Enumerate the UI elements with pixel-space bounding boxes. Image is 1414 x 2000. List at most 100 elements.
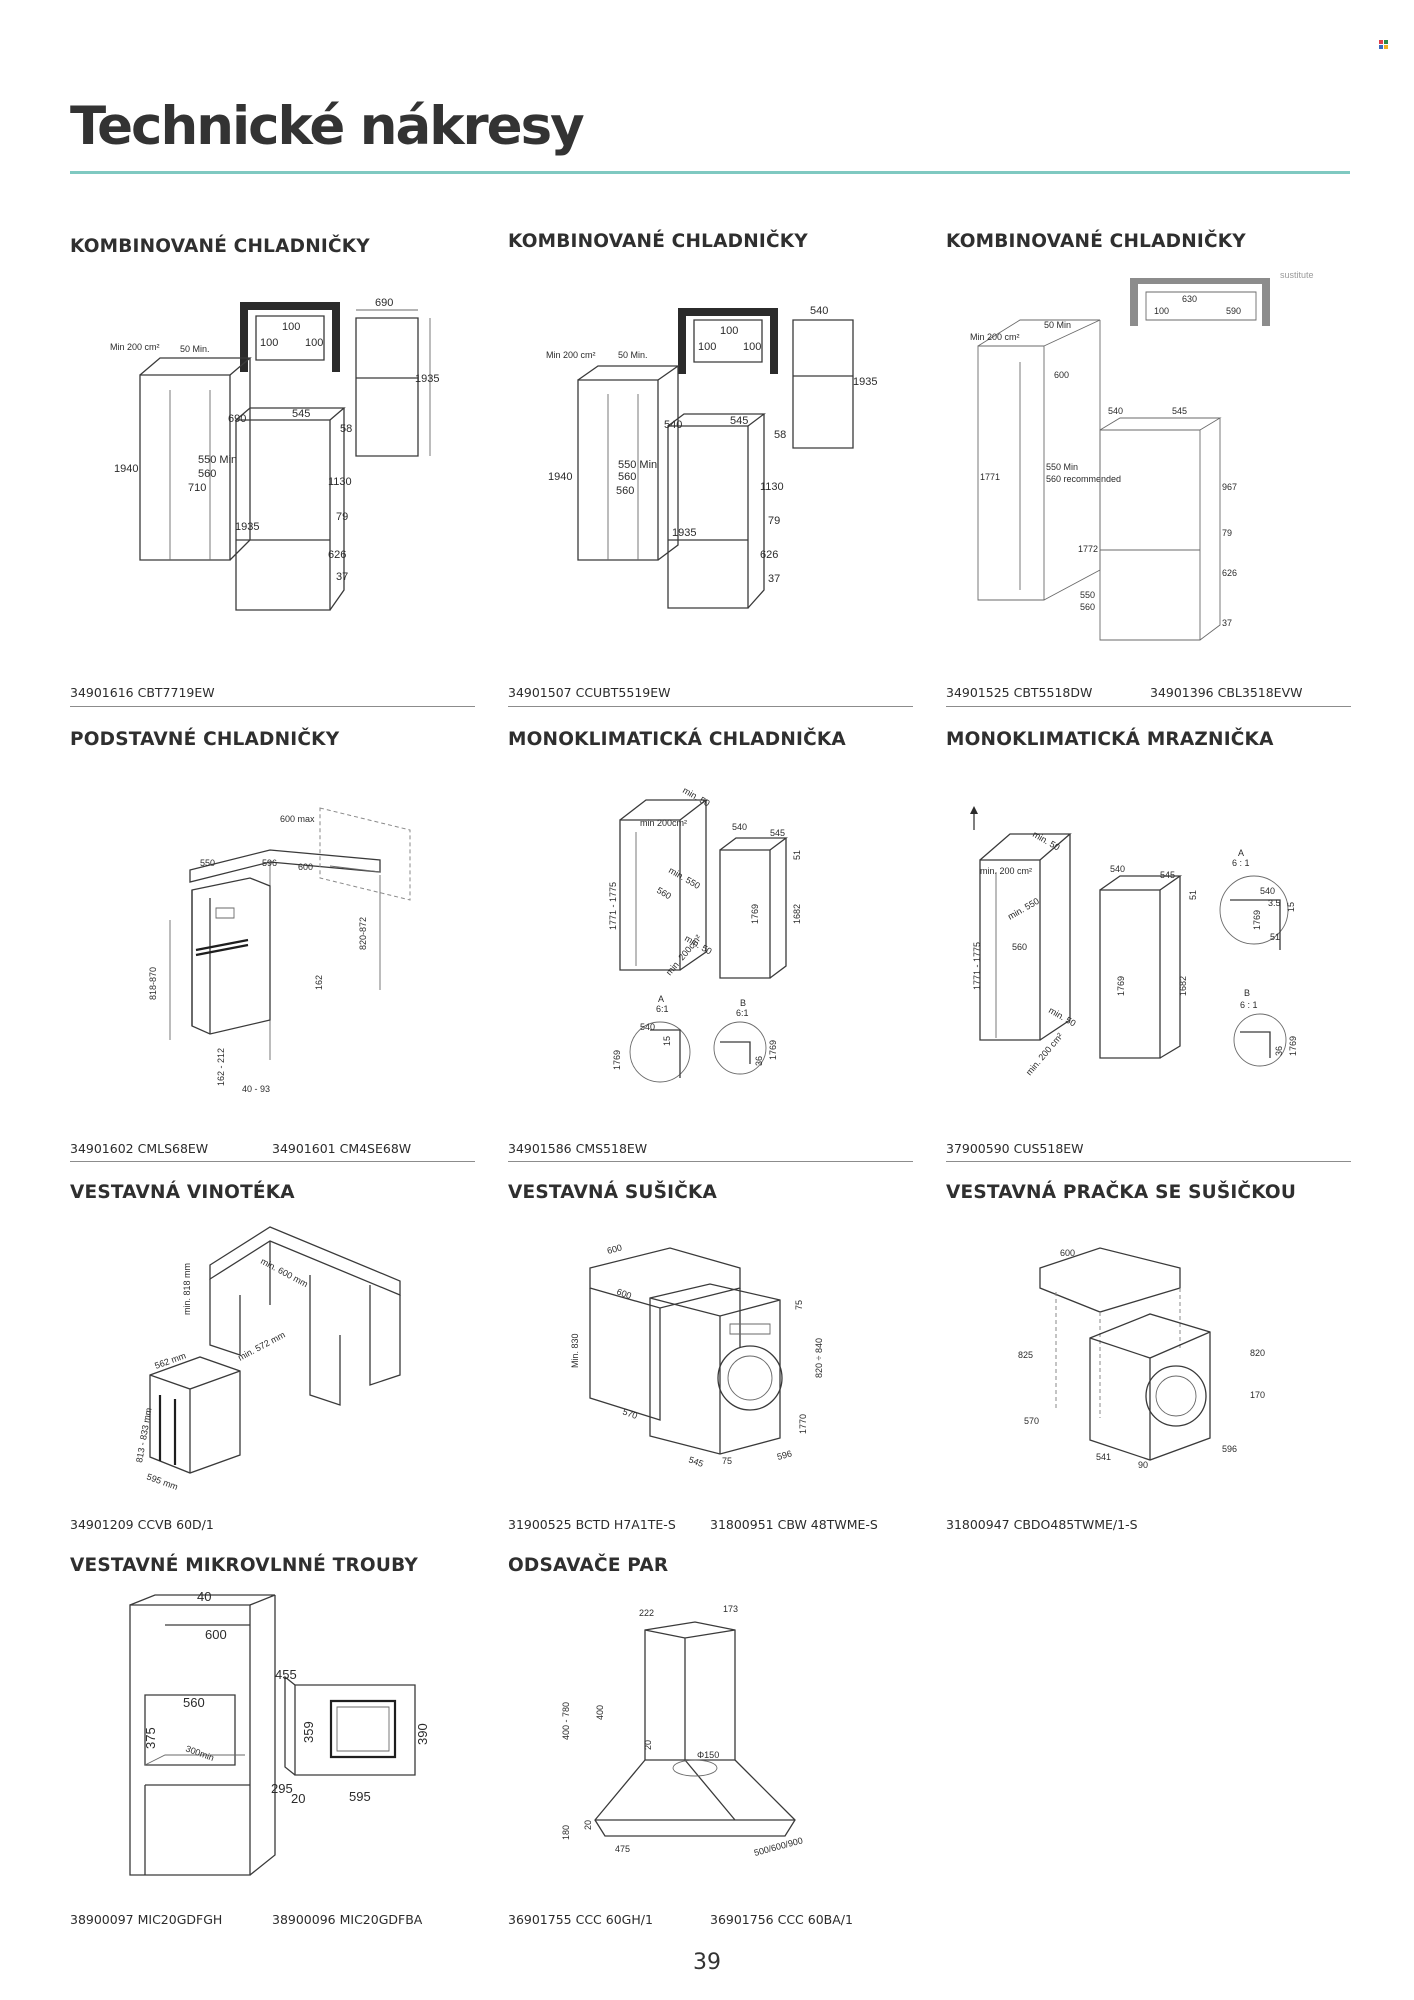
drawing-cbt5518dw: sustitute 630 100 590 Min 200 cm² 50 Min… — [970, 270, 1314, 670]
drawing-ccubt5519ew: 100 100 100 540 1935 Min 200 cm² 50 Min.… — [546, 305, 877, 600]
corner-logo-icon — [1379, 40, 1389, 50]
section-title-dryer: VESTAVNÁ SUŠIČKA — [508, 1182, 718, 1203]
svg-text:1771 - 1775: 1771 - 1775 — [608, 882, 618, 930]
section-title-combi-2: KOMBINOVANÉ CHLADNIČKY — [508, 231, 808, 252]
svg-text:20: 20 — [643, 1740, 653, 1750]
title-divider — [70, 171, 1350, 174]
svg-text:540: 540 — [1110, 864, 1125, 874]
svg-text:626: 626 — [328, 549, 346, 561]
svg-text:295: 295 — [271, 1781, 293, 1796]
section-title-mono-fridge: MONOKLIMATICKÁ CHLADNIČKA — [508, 729, 846, 750]
svg-text:690: 690 — [375, 297, 393, 309]
svg-text:626: 626 — [1222, 568, 1237, 578]
svg-text:79: 79 — [768, 515, 780, 527]
svg-text:51: 51 — [1270, 932, 1280, 942]
product-code: 34901601 CM4SE68W — [272, 1141, 412, 1156]
svg-text:540: 540 — [1260, 886, 1275, 896]
svg-text:540: 540 — [810, 305, 828, 317]
svg-text:3.5: 3.5 — [1268, 898, 1281, 908]
svg-text:1769: 1769 — [1116, 976, 1126, 996]
drawing-microwave: 40 600 560 375 300min 455 359 390 295 20… — [125, 1589, 430, 1875]
svg-text:20: 20 — [583, 1820, 593, 1830]
section-divider — [508, 706, 913, 707]
product-code: 36901755 CCC 60GH/1 — [508, 1912, 653, 1927]
svg-text:825: 825 — [1018, 1350, 1033, 1360]
svg-text:min. 200 cm²: min. 200 cm² — [980, 866, 1032, 876]
svg-text:37: 37 — [768, 573, 780, 585]
svg-text:min. 600 mm: min. 600 mm — [259, 1256, 310, 1289]
svg-text:545: 545 — [1172, 406, 1187, 416]
drawing-undercounter: 600 max 550 596 600 818-870 820-872 162 … — [148, 800, 430, 1094]
svg-text:170: 170 — [1250, 1390, 1265, 1400]
svg-text:1130: 1130 — [328, 476, 352, 488]
svg-text:400 - 780: 400 - 780 — [561, 1702, 571, 1740]
product-code: 34901209 CCVB 60D/1 — [70, 1517, 214, 1532]
svg-text:37: 37 — [336, 571, 348, 583]
svg-text:50 Min.: 50 Min. — [180, 344, 210, 354]
drawing-mono-freezer: min. 50 min. 200 cm² 1771 - 1775 min. 55… — [970, 806, 1298, 1077]
svg-text:6:1: 6:1 — [736, 1008, 749, 1018]
svg-text:570: 570 — [1024, 1416, 1039, 1426]
section-title-combi-3: KOMBINOVANÉ CHLADNIČKY — [946, 231, 1246, 252]
section-divider — [508, 1161, 913, 1162]
product-code: 38900097 MIC20GDFGH — [70, 1912, 223, 1927]
svg-text:600: 600 — [205, 1627, 227, 1642]
svg-text:58: 58 — [774, 429, 786, 441]
svg-text:6 : 1: 6 : 1 — [1240, 1000, 1258, 1010]
svg-text:1935: 1935 — [853, 376, 877, 388]
page-number: 39 — [693, 1950, 721, 1975]
svg-text:162: 162 — [314, 975, 324, 990]
svg-text:51: 51 — [1188, 890, 1198, 900]
svg-text:100: 100 — [305, 337, 323, 349]
svg-text:1935: 1935 — [235, 521, 259, 533]
svg-text:Min 200 cm²: Min 200 cm² — [970, 332, 1020, 342]
svg-text:1769: 1769 — [1288, 1036, 1298, 1056]
drawing-cbt7719ew: 100 100 100 690 1935 Min 200 cm² 50 Min.… — [110, 297, 439, 600]
product-code: 36901756 CCC 60BA/1 — [710, 1912, 853, 1927]
svg-text:6:1: 6:1 — [656, 1004, 669, 1014]
svg-text:540: 540 — [1108, 406, 1123, 416]
section-title-combi-1: KOMBINOVANÉ CHLADNIČKY — [70, 236, 370, 257]
svg-text:15: 15 — [1286, 902, 1296, 912]
svg-text:1682: 1682 — [792, 904, 802, 924]
product-code: 31900525 BCTD H7A1TE-S — [508, 1517, 676, 1532]
product-code: 34901507 CCUBT5519EW — [508, 685, 671, 700]
product-code: 31800947 CBDO485TWME/1-S — [946, 1517, 1138, 1532]
svg-text:967: 967 — [1222, 482, 1237, 492]
svg-text:222: 222 — [639, 1608, 654, 1618]
svg-text:400: 400 — [595, 1705, 605, 1720]
svg-text:595 mm: 595 mm — [145, 1471, 179, 1492]
svg-text:sustitute: sustitute — [1280, 270, 1314, 280]
svg-text:40 - 93: 40 - 93 — [242, 1084, 270, 1094]
svg-text:390: 390 — [415, 1723, 430, 1745]
svg-text:B: B — [740, 998, 746, 1008]
svg-text:1771 - 1775: 1771 - 1775 — [972, 942, 982, 990]
svg-text:560: 560 — [1012, 942, 1027, 952]
svg-text:1771: 1771 — [980, 472, 1000, 482]
svg-text:545: 545 — [770, 828, 785, 838]
svg-text:90: 90 — [1138, 1460, 1148, 1470]
section-title-undercounter: PODSTAVNÉ CHLADNIČKY — [70, 729, 340, 750]
svg-text:min. 818 mm: min. 818 mm — [182, 1263, 192, 1315]
svg-text:545: 545 — [730, 415, 748, 427]
section-divider — [946, 706, 1351, 707]
svg-text:596: 596 — [262, 858, 277, 868]
svg-text:540: 540 — [664, 419, 682, 431]
svg-text:690: 690 — [228, 413, 246, 425]
svg-text:162 - 212: 162 - 212 — [216, 1048, 226, 1086]
svg-text:590: 590 — [1226, 306, 1241, 316]
svg-text:100: 100 — [698, 341, 716, 353]
svg-text:630: 630 — [1182, 294, 1197, 304]
svg-text:min. 200 cm²: min. 200 cm² — [1024, 1031, 1065, 1077]
svg-text:540: 540 — [640, 1022, 655, 1032]
svg-text:37: 37 — [1222, 618, 1232, 628]
section-title-wine-cooler: VESTAVNÁ VINOTÉKA — [70, 1182, 295, 1203]
product-code: 34901586 CMS518EW — [508, 1141, 648, 1156]
svg-text:1682: 1682 — [1178, 976, 1188, 996]
svg-text:300min: 300min — [184, 1743, 215, 1762]
svg-text:50 Min.: 50 Min. — [618, 350, 648, 360]
svg-text:550: 550 — [200, 858, 215, 868]
product-code: 34901602 CMLS68EW — [70, 1141, 209, 1156]
svg-text:820 ÷ 840: 820 ÷ 840 — [814, 1338, 824, 1378]
section-divider — [70, 706, 475, 707]
